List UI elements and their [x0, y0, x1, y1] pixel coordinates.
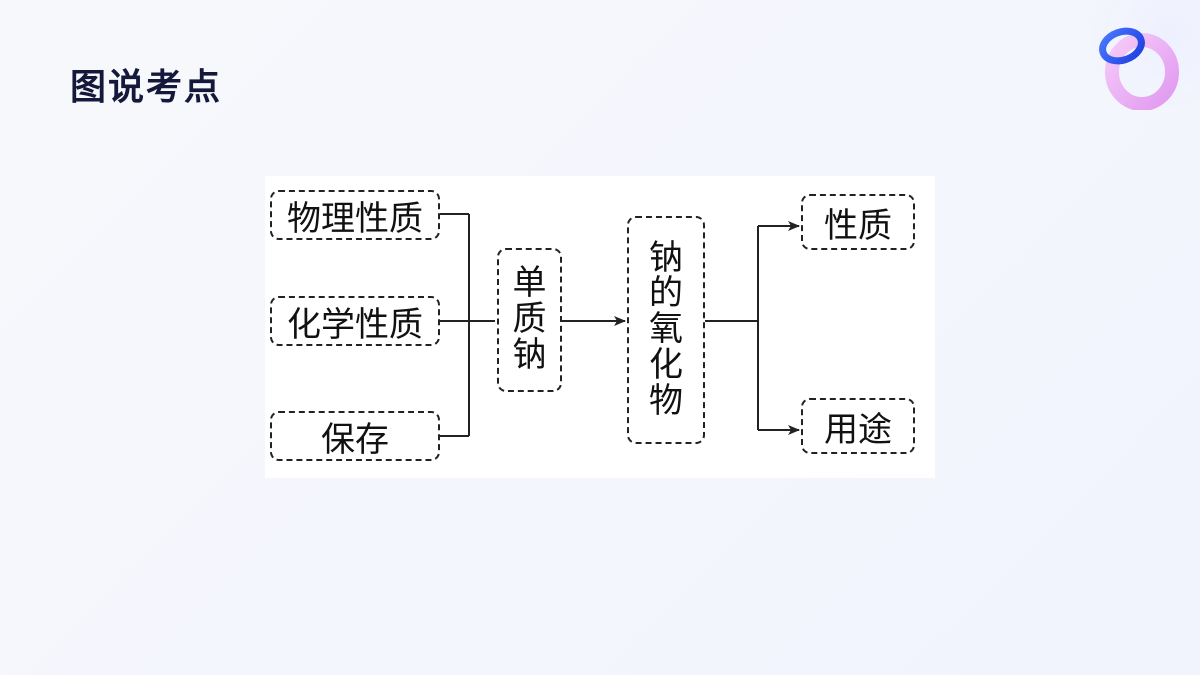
- node-sodium-oxides-char-5: 物: [649, 380, 683, 421]
- decorative-ring-icon: [1099, 27, 1179, 110]
- node-storage: 保存: [270, 411, 440, 461]
- node-elemental-sodium-char-3: 钠: [512, 334, 547, 375]
- node-sodium-oxides-char-4: 化: [649, 344, 683, 385]
- corner-decoration: [1080, 0, 1200, 110]
- node-uses: 用途: [801, 398, 915, 454]
- page-title: 图说考点: [70, 67, 223, 108]
- node-sodium-oxides-char-2: 的: [649, 273, 683, 314]
- node-elemental-sodium-char-1: 单: [512, 263, 547, 304]
- node-elemental-sodium-char-2: 质: [512, 299, 547, 340]
- node-chemical-properties: 化学性质: [270, 296, 440, 346]
- concept-diagram: 物理性质 化学性质 保存 单 质 钠 钠 的 氧 化 物 性质 用途: [265, 176, 935, 478]
- node-properties: 性质: [801, 194, 915, 250]
- node-sodium-oxides-char-1: 钠: [649, 237, 683, 278]
- node-sodium-oxides-char-3: 氧: [649, 309, 683, 350]
- node-physical-properties: 物理性质: [270, 190, 440, 240]
- node-elemental-sodium: 单 质 钠: [497, 248, 562, 392]
- node-sodium-oxides: 钠 的 氧 化 物: [627, 216, 705, 444]
- diagram-connectors: [440, 213, 800, 437]
